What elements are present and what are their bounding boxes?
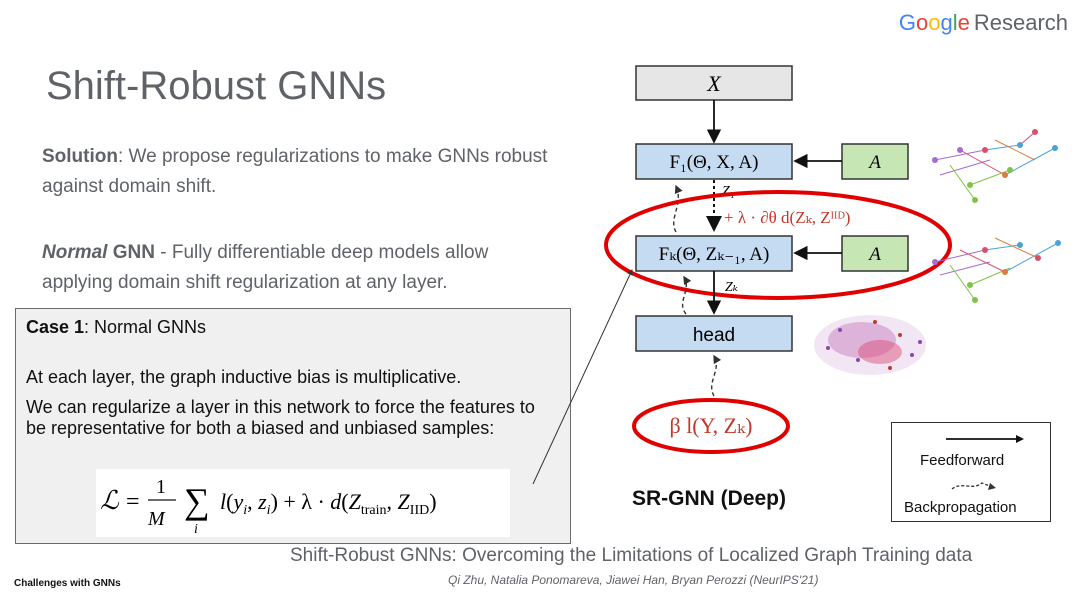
case-title-rest: : Normal GNNs <box>84 317 207 337</box>
solution-label: Solution <box>42 146 118 167</box>
svg-text:M: M <box>147 508 166 530</box>
graph-illustration-1 <box>932 129 1058 203</box>
fk-layer-box <box>635 235 793 272</box>
case-line-2: We can regularize a layer in this networ… <box>26 397 535 438</box>
case-title: Case 1: Normal GNNs <box>26 317 206 338</box>
normal-gnn-paragraph: Normal GNN - Fully differentiable deep m… <box>42 238 562 298</box>
backprop-arrow-icon <box>951 482 996 490</box>
solution-text: : We propose regularizations to make GNN… <box>42 146 548 197</box>
brand-letter: o <box>915 10 929 35</box>
legend-feedforward-label: Feedforward <box>920 452 1005 469</box>
legend-box: Feedforward Backpropagation <box>891 422 1051 522</box>
input-x-label: X <box>706 71 722 96</box>
head-label: head <box>693 325 735 346</box>
backprop-fk-to-f1 <box>673 184 683 233</box>
model-label: SR-GNN (Deep) <box>632 487 787 510</box>
highlight-ellipse-loss <box>632 398 790 454</box>
svg-text:l(yi, zi) + λ · d(Ztrain, ZIID: l(yi, zi) + λ · d(Ztrain, ZIID) <box>220 489 437 518</box>
input-x-box <box>635 65 793 101</box>
backprop-loss-to-head <box>711 354 722 397</box>
graph-illustration-2 <box>932 237 1061 303</box>
zk-label: Zₖ <box>725 280 738 295</box>
svg-text:=: = <box>126 489 140 515</box>
adjacency-label-1: A <box>867 152 881 173</box>
svg-text:ℒ: ℒ <box>100 486 120 515</box>
adjacency-box-1 <box>841 143 909 180</box>
backprop-head-to-fk <box>681 275 692 315</box>
brand-research: Research <box>973 10 1068 35</box>
loss-formula: ℒ = 1 M ∑ i l(yi, zi) + λ · d(Ztrain, ZI… <box>96 469 510 537</box>
head-box <box>635 315 793 352</box>
svg-text:i: i <box>194 522 198 537</box>
pointer-arrow-formula-to-fk <box>532 269 633 485</box>
case-1-box: Case 1: Normal GNNs At each layer, the g… <box>15 308 571 544</box>
f1-layer-box <box>635 143 793 180</box>
z1-label: Z₁ <box>722 184 735 199</box>
case-line-1: At each layer, the graph inductive bias … <box>26 367 462 387</box>
svg-text:∑: ∑ <box>184 481 210 521</box>
highlight-ellipse-layer <box>604 190 952 300</box>
brand-letter: G <box>898 10 916 35</box>
fk-layer-label: Fₖ(Θ, Zₖ₋₁, A) <box>659 244 770 265</box>
solution-paragraph: Solution: We propose regularizations to … <box>42 142 562 202</box>
normal-text: - Fully differentiable deep models allow… <box>42 242 489 293</box>
f1-layer-label: F₁(Θ, X, A) <box>670 152 759 173</box>
brand-letter: o <box>928 10 941 35</box>
regularization-term: + λ · ∂θ d(Zₖ, Zᴵᴵᴰ) <box>724 208 850 227</box>
embedding-scatter-illustration <box>814 315 926 375</box>
section-footer: Challenges with GNNs <box>14 578 121 589</box>
svg-text:1: 1 <box>156 476 166 498</box>
adjacency-label-2: A <box>867 244 881 265</box>
loss-formula-svg: ℒ = 1 M ∑ i l(yi, zi) + λ · d(Ztrain, ZI… <box>100 476 437 537</box>
paper-title: Shift-Robust GNNs: Overcoming the Limita… <box>290 545 973 566</box>
case-title-bold: Case 1 <box>26 317 85 337</box>
slide-title: Shift-Robust GNNs <box>46 64 387 108</box>
feedforward-arrow-icon <box>946 435 1024 443</box>
normal-label-rest: GNN <box>107 242 155 263</box>
brand-letter: e <box>957 10 970 35</box>
loss-label: β l(Y, Zₖ) <box>670 413 753 438</box>
normal-label-italic: Normal <box>42 242 108 263</box>
paper-authors: Qi Zhu, Natalia Ponomareva, Jiawei Han, … <box>448 573 819 587</box>
legend-backpropagation-label: Backpropagation <box>904 499 1017 516</box>
brand-letter: l <box>952 10 958 35</box>
brand-letter: g <box>940 10 953 35</box>
adjacency-box-2 <box>841 235 909 272</box>
